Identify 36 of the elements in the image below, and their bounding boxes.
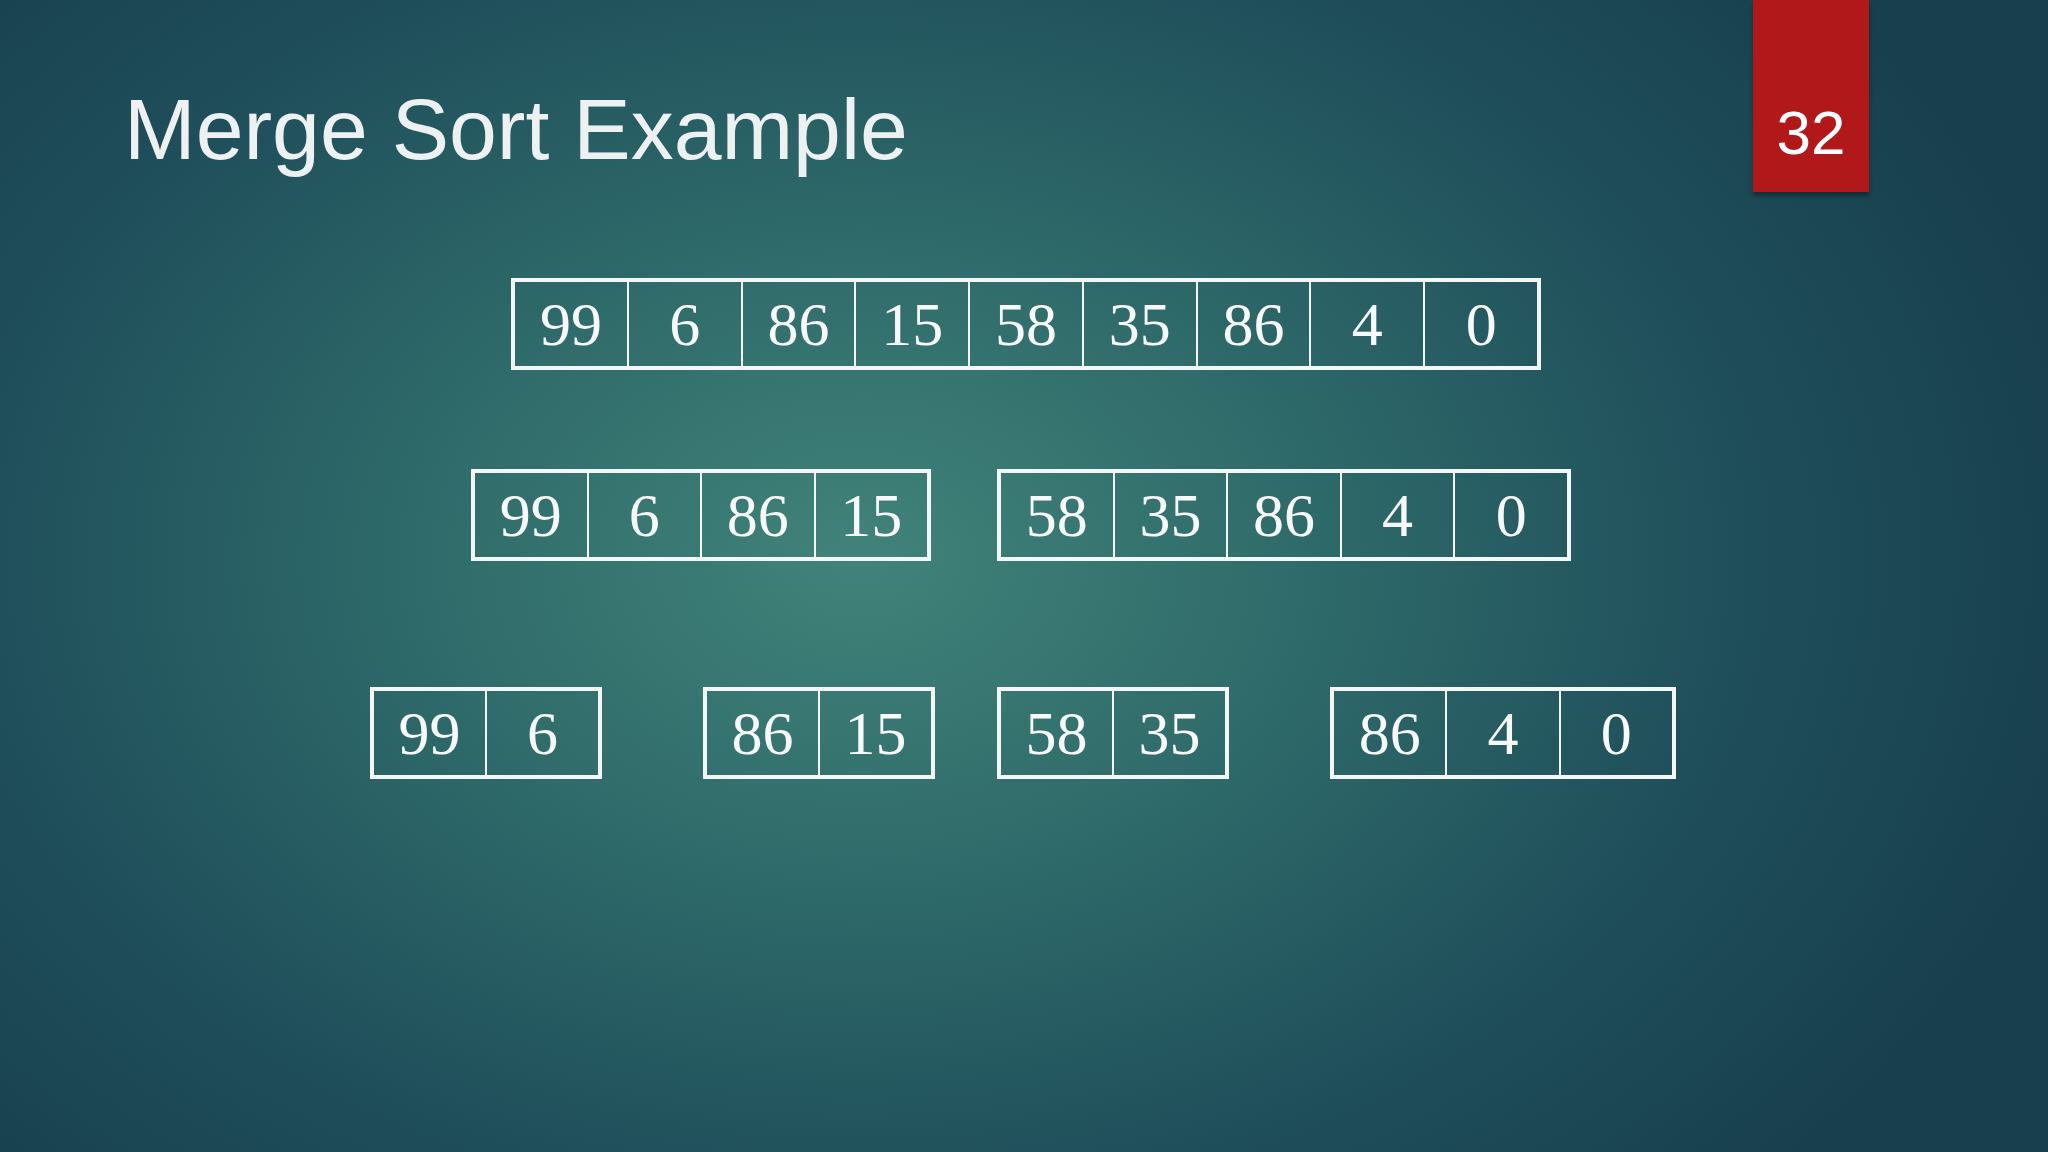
array-element: 35 <box>1081 282 1196 366</box>
array-element: 86 <box>740 282 855 366</box>
array-box <box>703 687 935 779</box>
slide-title: Merge Sort Example <box>124 82 908 177</box>
array-box <box>997 687 1229 779</box>
array-element: 86 <box>1357 698 1422 769</box>
array-element: 6 <box>586 473 700 557</box>
array-element: 6 <box>485 691 598 775</box>
array-element: 35 <box>1112 691 1225 775</box>
array-box <box>370 687 602 779</box>
array-element: 4 <box>1309 282 1424 366</box>
array-element: 86 <box>1226 473 1340 557</box>
array-element: 4 <box>1445 691 1559 775</box>
array-box <box>471 469 931 561</box>
array-element: 6 <box>626 282 741 366</box>
array-element: 58 <box>1024 698 1089 769</box>
array-box <box>1330 687 1676 779</box>
array-element: 0 <box>1558 691 1672 775</box>
array-element: 0 <box>1423 282 1538 366</box>
array-element: 15 <box>818 691 931 775</box>
array-box <box>511 278 1541 370</box>
array-element: 4 <box>1339 473 1454 557</box>
array-element: 99 <box>538 289 603 360</box>
array-element: 58 <box>968 282 1082 366</box>
array-element: 35 <box>1112 473 1227 557</box>
array-element: 0 <box>1453 473 1567 557</box>
array-element: 99 <box>397 698 462 769</box>
array-element: 99 <box>498 480 563 551</box>
slide-number-tab: 32 <box>1753 0 1869 192</box>
array-element: 86 <box>700 473 814 557</box>
array-element: 15 <box>854 282 969 366</box>
array-box <box>997 469 1571 561</box>
array-element: 86 <box>730 698 795 769</box>
array-element: 86 <box>1195 282 1310 366</box>
array-element: 58 <box>1024 480 1089 551</box>
array-element: 15 <box>813 473 927 557</box>
